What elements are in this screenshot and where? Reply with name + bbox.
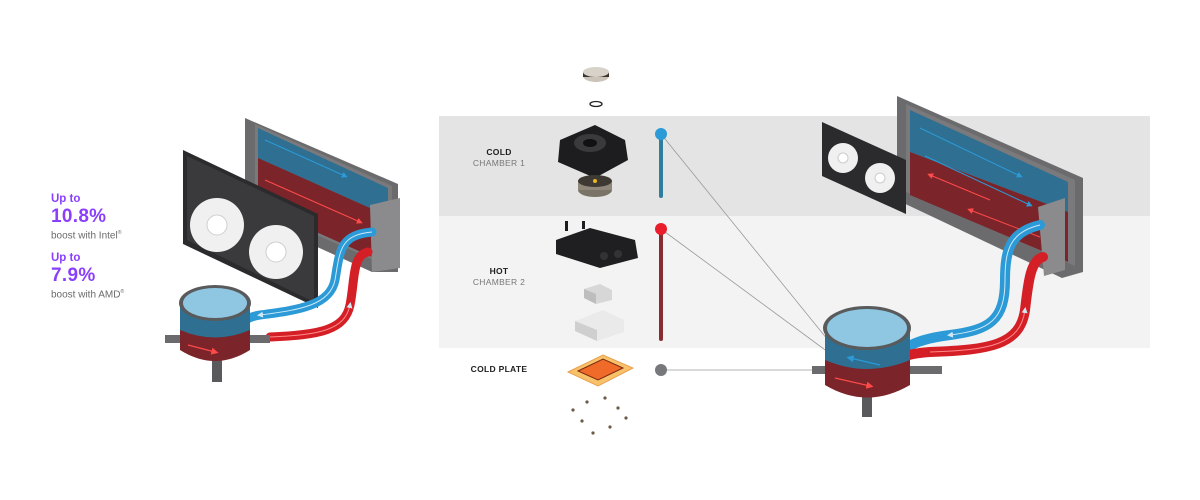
hot-chamber-subtitle: CHAMBER 2: [472, 277, 526, 287]
intel-stat-description: boost with Intel®: [51, 227, 191, 242]
amd-stat: Up to 7.9% boost with AMD®: [51, 252, 191, 301]
cold-plate-title: COLD PLATE: [470, 364, 528, 374]
section-indicators: [655, 128, 833, 376]
pump-cap-part: [583, 67, 609, 82]
right-aio-cooler-illustration: [812, 96, 1083, 417]
cold-plate-label: COLD PLATE: [439, 364, 559, 375]
amd-stat-value: 7.9%: [51, 265, 96, 287]
hot-chamber-leader-line: [660, 228, 833, 356]
copper-cold-plate-part: [566, 354, 635, 387]
hot-chamber-housing-part: [556, 221, 638, 268]
amd-stat-description: boost with AMD®: [51, 286, 191, 301]
o-ring-part: [589, 100, 603, 108]
cold-chamber-indicator-dot: [655, 128, 667, 140]
cold-plate-indicator-dot: [655, 364, 667, 376]
cold-chamber-leader-line: [660, 133, 833, 346]
registered-mark: ®: [117, 230, 122, 236]
hot-chamber-title: HOT: [489, 266, 509, 276]
valve-insert-part: [584, 284, 612, 304]
left-aio-cooler-illustration: [165, 118, 400, 382]
mounting-screws: [571, 396, 628, 435]
cold-chamber-title: COLD: [486, 147, 512, 157]
hot-chamber-label: HOT CHAMBER 2: [439, 266, 559, 288]
intel-stat-text: boost with Intel: [51, 230, 118, 242]
cold-chamber-indicator-bar: [659, 134, 663, 198]
performance-stats: Up to 10.8% boost with Intel® Up to 7.9%…: [51, 193, 191, 312]
intel-stat-prefix: Up to: [51, 193, 81, 205]
hot-chamber-indicator-bar: [659, 229, 663, 341]
left-pump-block: [165, 285, 270, 382]
flow-plate-part: [575, 310, 624, 341]
hot-chamber-indicator-dot: [655, 223, 667, 235]
exploded-components: [556, 67, 638, 435]
impeller-part: [578, 175, 612, 197]
cold-chamber-subtitle: CHAMBER 1: [472, 158, 526, 168]
amd-stat-text: boost with AMD: [51, 289, 121, 301]
intel-stat-value: 10.8%: [51, 206, 107, 227]
intel-stat: Up to 10.8% boost with Intel®: [51, 193, 191, 242]
amd-stat-prefix: Up to: [51, 252, 81, 265]
left-fan-assembly: [183, 150, 318, 308]
right-pump-block: [812, 306, 942, 417]
right-fan-assembly: [822, 122, 906, 214]
cold-chamber-label: COLD CHAMBER 1: [439, 147, 559, 169]
impeller-housing-part: [558, 125, 628, 178]
right-radiator: [897, 96, 1083, 278]
registered-mark: ®: [120, 289, 125, 296]
